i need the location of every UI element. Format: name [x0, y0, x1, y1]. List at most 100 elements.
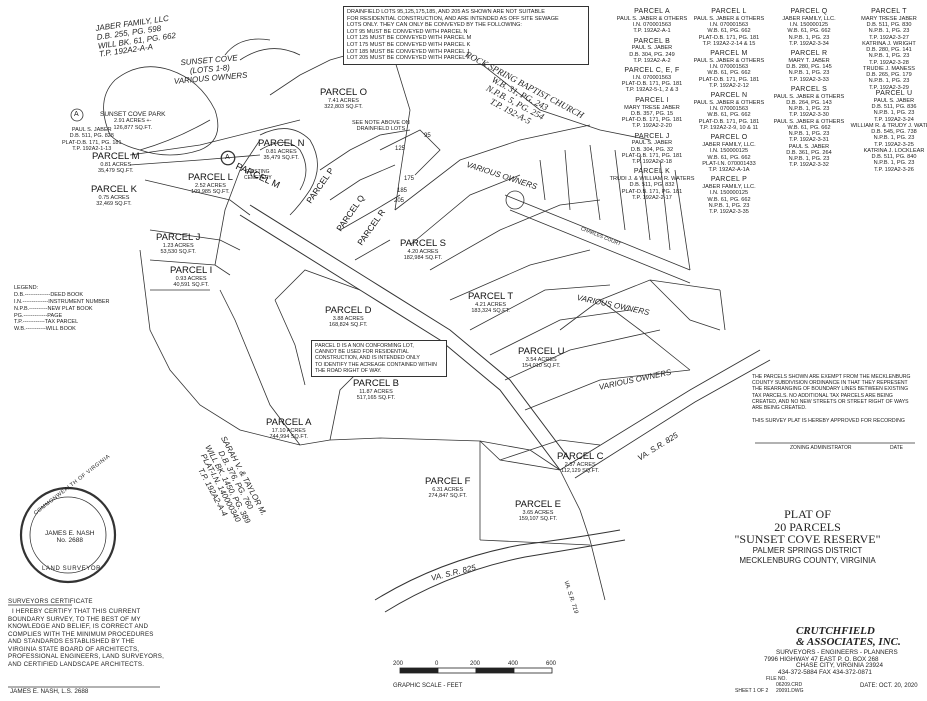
- owner-entry-line: PLAT-D.B. 171, PG. 181: [621, 81, 683, 88]
- owner-entry-line: I.N. 150000125: [709, 190, 749, 197]
- owner-entry-line: W.B. 61, PG. 662: [787, 28, 831, 35]
- owner-entry-line: N.P.B. 1, PG. 23: [868, 53, 910, 60]
- owner-entry-line: T.P. 192A2-3-24: [874, 116, 914, 123]
- owner-entry-heading: PARCEL Q: [790, 8, 828, 15]
- parcel-d-note: PARCEL D IS A NON CONFORMING LOT, CANNOT…: [311, 340, 447, 378]
- owner-entry-line: N.P.B. 1, PG. 23: [873, 160, 915, 167]
- marker-a-1: A: [74, 111, 79, 118]
- owner-entry-line: PAUL S. JABER & OTHERS: [693, 99, 765, 106]
- owner-entry-line: D.B. 357, PG. 15: [630, 110, 674, 117]
- scale-label: GRAPHIC SCALE - FEET: [393, 683, 463, 689]
- owner-entry-line: MARY T. JABER: [788, 57, 830, 64]
- owner-entry-line: T.P. 192A2-3-26: [874, 166, 914, 173]
- owner-entry-line: I.N. 070001563: [632, 22, 672, 29]
- owner-entry-line: N.P.B. 1, PG. 23: [788, 156, 830, 163]
- owner-entry-line: MARY TRESE JABER: [624, 104, 680, 111]
- sheet-number: SHEET 1 OF 2: [735, 688, 769, 694]
- surveyor-seal: [19, 486, 117, 584]
- owner-entry-heading: PARCEL M: [710, 50, 748, 58]
- owner-entry-heading: PARCEL K: [633, 168, 671, 176]
- owner-entry-line: KATRINA J. WRIGHT: [862, 40, 916, 47]
- zoning-label: ZONING ADMINISTRATOR: [790, 445, 852, 451]
- owner-entry-line: N.P.B. 1, PG. 23: [788, 34, 830, 41]
- owner-entry-line: PLAT-D.B. 171, PG. 181: [698, 34, 760, 41]
- owner-entry-line: PAUL S. JABER & OTHERS: [773, 118, 845, 125]
- owner-entry-line: W.B. 61, PG. 662: [707, 196, 751, 203]
- owner-entry-line: N.P.B. 1, PG. 23: [873, 135, 915, 142]
- date-label: DATE: [890, 445, 903, 451]
- owner-entry-line: PAUL S. JABER & OTHERS: [616, 15, 688, 22]
- file-dwg: 20091.DWG: [776, 688, 804, 694]
- sunset-cove-park-label: SUNSET COVE PARK 2.91 ACRES +- 126,877 S…: [100, 111, 166, 131]
- see-note-label: SEE NOTE ABOVE ON DRAINFIELD LOTS: [352, 120, 410, 133]
- owner-entry-heading: PARCEL B: [633, 37, 671, 45]
- owner-entry-line: PLAT-D.B. 171, PG. 181: [621, 188, 683, 195]
- owner-entry-line: T.P. 192A2-A-1: [633, 28, 671, 35]
- owner-entry-line: T.P. 192A2-2-18: [632, 159, 672, 166]
- lot-185: 185: [397, 188, 408, 194]
- owner-entry-heading: PARCEL R: [790, 50, 828, 58]
- owner-entry-line: WILLIAM R. & TRUDY J. WATERS: [850, 122, 927, 129]
- owner-entry-heading: PARCEL C, E, F: [624, 67, 680, 75]
- owner-entry-line: I.N. 150000125: [789, 22, 829, 29]
- owner-entry-line: T.P. 192A2-3-34: [789, 40, 829, 47]
- owner-entry-line: T.P. 192A2-3-28: [869, 59, 909, 66]
- drainfield-note: DRAINFIELD LOTS 95,125,175,185, AND 205 …: [343, 6, 589, 65]
- seal-bottom-text: LAND SURVEYOR: [42, 566, 102, 572]
- owner-entry-line: PAUL S. JABER & OTHERS: [773, 93, 845, 100]
- lot-95: 95: [424, 133, 431, 139]
- firm-block: CRUTCHFIELD & ASSOCIATES, INC. SURVEYORS…: [756, 626, 926, 676]
- file-label: FILE NO.: [766, 676, 787, 682]
- owner-entry-line: D.B. 280, PG. 145: [786, 64, 832, 71]
- owner-entry-heading: PARCEL P: [710, 176, 748, 184]
- owner-entry-line: N.P.B. 1, PG. 23: [708, 202, 750, 209]
- firm-logo: CRUTCHFIELD: [796, 625, 875, 637]
- owner-entry-line: PLAT-I.N. 070001433: [702, 160, 756, 167]
- owner-entry-line: PAUL S. JABER: [788, 143, 830, 150]
- scale-tick-400: 400: [508, 661, 519, 667]
- owner-entry-line: TRUDI J. & WILLIAM R. WATERS: [609, 176, 695, 183]
- owner-entry-line: JABER FAMILY, LLC.: [702, 142, 756, 149]
- owner-entry-heading: PARCEL A: [634, 8, 670, 15]
- owner-entry-line: PAUL S. JABER & OTHERS: [693, 15, 765, 22]
- surveyors-certificate: SURVEYORS CERTIFICATE I HEREBY CERTIFY T…: [8, 598, 164, 668]
- owner-entry-line: N.P.B. 1, PG. 23: [788, 106, 830, 113]
- owner-entry-line: I.N. 070001563: [709, 64, 749, 71]
- owner-entry-line: PAUL S. JABER: [873, 97, 915, 104]
- owner-entry-line: PLAT-D.B. 171, PG. 181: [621, 152, 683, 159]
- owner-entry-line: T.P. 192A2-3-35: [709, 209, 749, 216]
- owner-entry-line: D.B. 304, PG. 249: [629, 51, 675, 58]
- plat-title: PLAT OF 20 PARCELS "SUNSET COVE RESERVE"…: [734, 507, 881, 566]
- surveyor-signature: JAMES E. NASH, L.S. 2688: [10, 688, 89, 695]
- owner-entry-line: D.B. 361, PG. 264: [786, 149, 832, 156]
- scale-tick-0: 0: [435, 661, 439, 667]
- owner-entry-line: N.P.B. 1, PG. 23: [868, 78, 910, 85]
- owner-entry-line: D.B. 511, PG. 832: [629, 182, 675, 189]
- owner-entry-line: T.P. 192A2-A-2: [633, 57, 671, 64]
- owner-entry-line: MARY TRESE JABER: [861, 15, 917, 22]
- owner-entry-line: TRUDIE J. MANESS: [863, 65, 915, 72]
- owner-entry-line: D.B. 545, PG. 738: [871, 129, 917, 136]
- lot-205: 205: [394, 198, 405, 204]
- owner-entry-line: D.B. 265, PG. 179: [866, 72, 912, 79]
- owner-entry-line: I.N. 070001563: [709, 106, 749, 113]
